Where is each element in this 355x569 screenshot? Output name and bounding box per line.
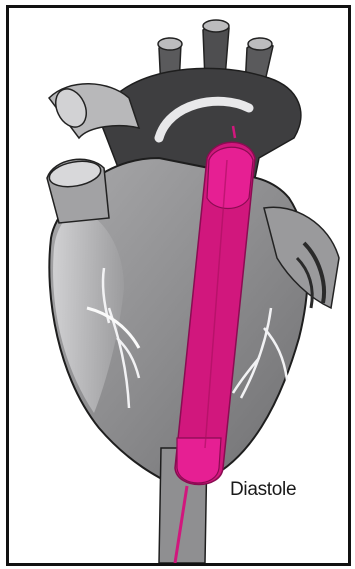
figure-frame: Diastole bbox=[6, 5, 351, 566]
phase-label: Diastole bbox=[230, 479, 296, 501]
heart-illustration bbox=[9, 8, 348, 563]
